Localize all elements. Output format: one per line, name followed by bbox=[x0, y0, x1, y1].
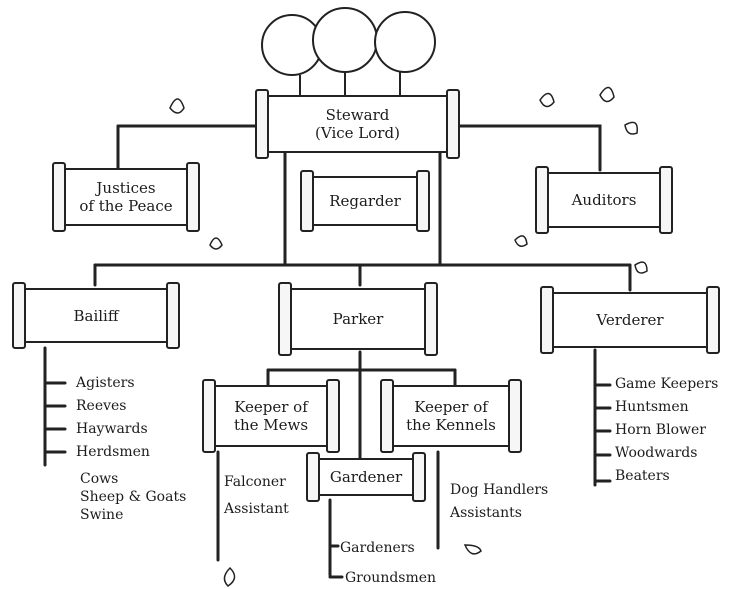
list-item: Sheep & Goats bbox=[80, 488, 186, 506]
gardeners-label: Gardeners bbox=[340, 540, 415, 556]
parker-label: Parker bbox=[333, 310, 384, 328]
bailiff-staff-list: Agisters Reeves Haywards Herdsmen bbox=[76, 372, 150, 464]
bailiff-label: Bailiff bbox=[73, 307, 118, 325]
dog-handlers-label: Dog Handlers bbox=[450, 482, 548, 498]
verderer-staff-list: Game Keepers Huntsmen Horn Blower Woodwa… bbox=[615, 373, 718, 488]
assistant-label: Assistant bbox=[224, 501, 289, 517]
keeper-of-the-mews-label: Keeper of the Mews bbox=[234, 398, 308, 434]
list-item: Herdsmen bbox=[76, 441, 150, 464]
list-item: Huntsmen bbox=[615, 396, 718, 419]
keeper-of-the-kennels-box: Keeper of the Kennels bbox=[390, 385, 512, 447]
groundsmen-label: Groundsmen bbox=[345, 570, 436, 586]
verderer-box: Verderer bbox=[550, 292, 710, 348]
regarder-label: Regarder bbox=[329, 192, 401, 210]
list-item: Agisters bbox=[76, 372, 150, 395]
bailiff-box: Bailiff bbox=[22, 288, 170, 343]
regarder-box: Regarder bbox=[310, 176, 420, 226]
list-item: Woodwards bbox=[615, 442, 718, 465]
livestock-list: Cows Sheep & Goats Swine bbox=[80, 470, 186, 524]
justices-box: Justices of the Peace bbox=[62, 168, 190, 226]
tree-icon bbox=[262, 8, 435, 100]
parker-box: Parker bbox=[288, 288, 428, 350]
verderer-label: Verderer bbox=[596, 311, 663, 329]
gardener-box: Gardener bbox=[316, 458, 416, 496]
keeper-of-the-mews-box: Keeper of the Mews bbox=[212, 385, 330, 447]
auditors-label: Auditors bbox=[572, 191, 637, 209]
list-item: Game Keepers bbox=[615, 373, 718, 396]
steward-box: Steward (Vice Lord) bbox=[265, 95, 450, 153]
list-item: Cows bbox=[80, 470, 186, 488]
assistants-label: Assistants bbox=[450, 505, 522, 521]
justices-label: Justices of the Peace bbox=[79, 179, 172, 215]
list-item: Horn Blower bbox=[615, 419, 718, 442]
list-item: Reeves bbox=[76, 395, 150, 418]
falconer-label: Falconer bbox=[224, 474, 286, 490]
auditors-box: Auditors bbox=[545, 172, 663, 228]
gardener-label: Gardener bbox=[330, 468, 402, 486]
steward-label: Steward (Vice Lord) bbox=[315, 106, 400, 142]
list-item: Haywards bbox=[76, 418, 150, 441]
list-item: Beaters bbox=[615, 465, 718, 488]
list-item: Swine bbox=[80, 506, 186, 524]
keeper-of-the-kennels-label: Keeper of the Kennels bbox=[406, 398, 496, 434]
